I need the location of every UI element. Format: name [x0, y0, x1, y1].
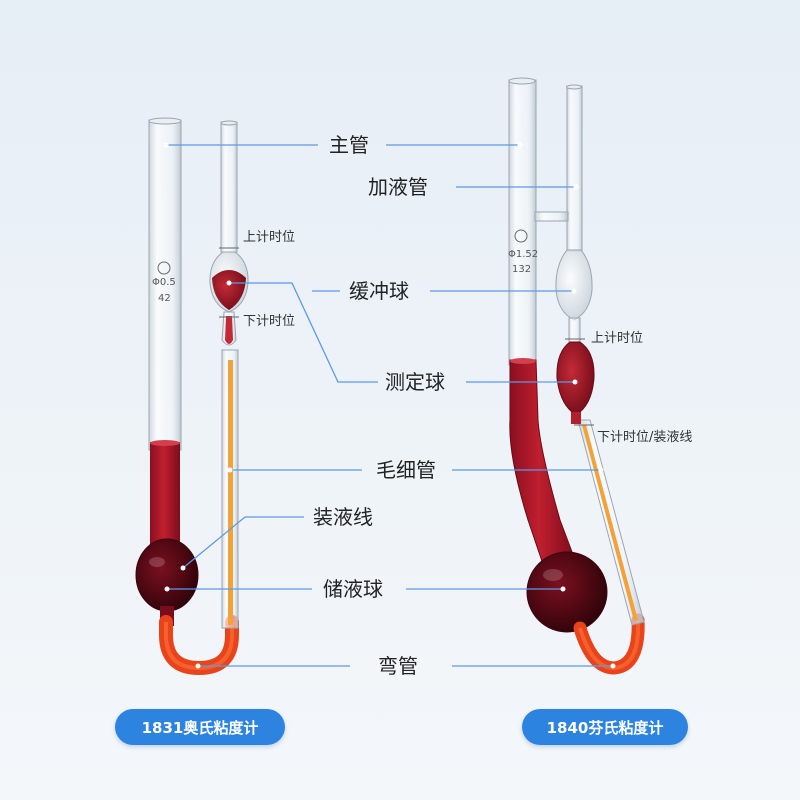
right-main-tube [509, 80, 536, 365]
left-viscometer-name-badge: 1831奥氏粘度计 [115, 709, 285, 745]
label-fill-line: 装液线 [313, 507, 373, 527]
label-measuring-bulb: 测定球 [385, 372, 445, 392]
right-measuring-bulb [557, 342, 594, 415]
right-buffer-bulb [556, 250, 592, 320]
right-upper-mark-label: 上计时位 [591, 332, 643, 345]
left-lower-mark-label: 下计时位 [243, 315, 295, 328]
right-viscometer-name-badge: 1840芬氏粘度计 [522, 709, 688, 745]
left-tube-mark-number: 42 [158, 294, 171, 304]
label-main-tube: 主管 [329, 135, 369, 155]
left-reservoir-bulb [136, 539, 198, 611]
right-reservoir-bulb [527, 552, 607, 632]
right-lower-mark-label: 下计时位/装液线 [597, 431, 692, 444]
label-buffer-bulb: 缓冲球 [349, 281, 409, 301]
right-tube-mark-diameter: Φ1.52 [508, 250, 538, 260]
left-upper-mark-label: 上计时位 [243, 231, 295, 244]
left-viscometer [136, 118, 248, 668]
right-filling-tube [567, 86, 582, 251]
right-tube-mark-number: 132 [512, 265, 531, 275]
right-viscometer [509, 78, 644, 668]
label-filling-tube: 加液管 [368, 177, 428, 197]
label-capillary: 毛细管 [376, 460, 436, 480]
left-tube-mark-diameter: Φ0.5 [152, 278, 176, 288]
label-bend-tube: 弯管 [378, 656, 418, 676]
label-reservoir-bulb: 储液球 [323, 579, 383, 599]
